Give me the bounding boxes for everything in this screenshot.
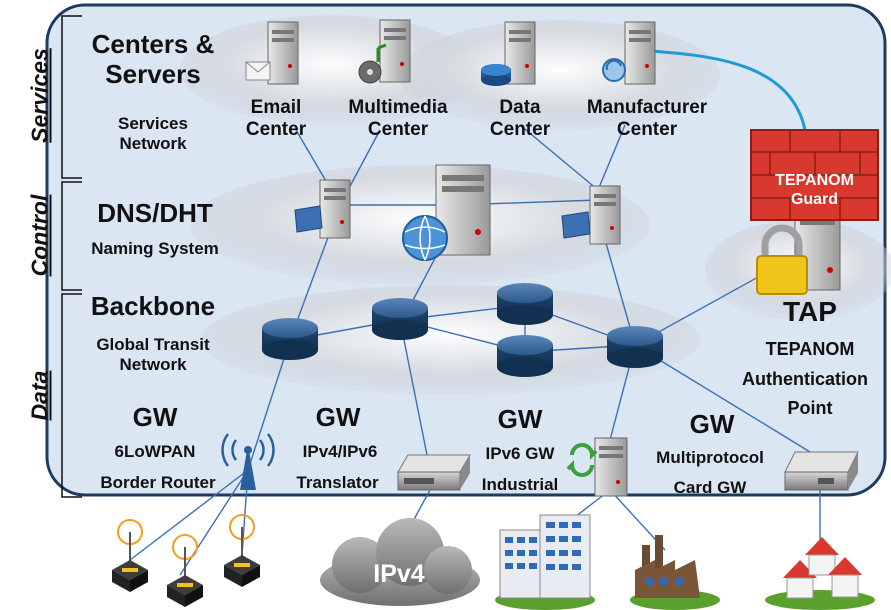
control-tier-subtitle: Naming System [91, 239, 219, 258]
sensor-node-icon [112, 519, 148, 592]
data-center-server-icon [481, 21, 536, 86]
section-label-control: Control [26, 194, 53, 277]
guard-line-1: TEPANOM [775, 171, 854, 189]
section-label-data: Data [26, 370, 53, 421]
services-tier-title: Centers & Servers [91, 29, 215, 89]
gw-industrial-line-2: Industrial [481, 475, 559, 494]
buildings-icon [495, 514, 595, 610]
email-center-label: Email Center [245, 97, 307, 140]
tap-line-1: TEPANOM [765, 339, 855, 359]
antenna-icon [221, 433, 275, 490]
gw-industrial-title: GW [497, 404, 543, 434]
gw-6lowpan-title: GW [132, 402, 178, 432]
sensor-node-icon [167, 534, 203, 607]
gw-multiprotocol-line-1: Multiprotocol [656, 448, 764, 467]
gw-multiprotocol-line-2: Card GW [673, 478, 747, 497]
router-icon [607, 326, 663, 368]
gw-translator-line-1: IPv4/IPv6 [302, 442, 378, 461]
gw-translator-title: GW [315, 402, 361, 432]
dns-server-left-icon [294, 179, 351, 239]
sensor-node-icon [224, 514, 260, 587]
router-icon [262, 318, 318, 360]
tepanom-guard-label: TEPANOM Guard [751, 161, 878, 219]
services-tier-subtitle: Services Network [118, 114, 188, 153]
gw-industrial-line-1: IPv6 GW [485, 444, 555, 463]
backbone-routers [262, 283, 663, 377]
router-icon [372, 298, 428, 340]
gw-translator-line-2: Translator [296, 473, 379, 492]
guard-link [637, 48, 807, 131]
router-icon [497, 335, 553, 377]
ipv4-cloud-icon [320, 518, 480, 606]
guard-line-2: Guard [790, 191, 839, 208]
translator-gateway-icon [397, 454, 471, 491]
multimedia-center-server-icon [358, 19, 411, 84]
tap-line-2: Authentication [742, 369, 868, 389]
gw-6lowpan-line-1: 6LoWPAN [114, 442, 196, 461]
industrial-gateway-icon [566, 437, 628, 497]
multimedia-center-label: Multimedia Center [348, 97, 448, 140]
ipv4-cloud-label: IPv4 [373, 560, 425, 588]
data-center-label: Data Center [489, 97, 551, 140]
section-label-services: Services [26, 48, 53, 143]
backbone-tier-title: Backbone [90, 291, 216, 321]
gw-multiprotocol-title: GW [689, 409, 735, 439]
multiprotocol-gateway-icon [784, 451, 859, 491]
dns-server-main-icon [402, 164, 491, 261]
dns-server-right-icon [561, 185, 621, 245]
manufacturer-center-label: Manufacturer Center [586, 97, 708, 140]
sensor-nodes-icon [112, 514, 260, 607]
tepanom-guard-firewall-icon [750, 129, 879, 221]
email-center-server-icon [245, 21, 299, 85]
tap-title: TAP [783, 296, 837, 327]
gw-6lowpan-line-2: Border Router [100, 473, 216, 492]
manufacturer-center-server-icon [602, 21, 656, 85]
tap-line-3: Point [787, 398, 833, 418]
factory-icon [630, 535, 720, 610]
houses-icon [765, 537, 875, 610]
router-icon [497, 283, 553, 325]
section-brackets [61, 15, 82, 498]
backbone-tier-subtitle: Global Transit Network [96, 335, 210, 374]
control-tier-title: DNS/DHT [97, 198, 213, 228]
